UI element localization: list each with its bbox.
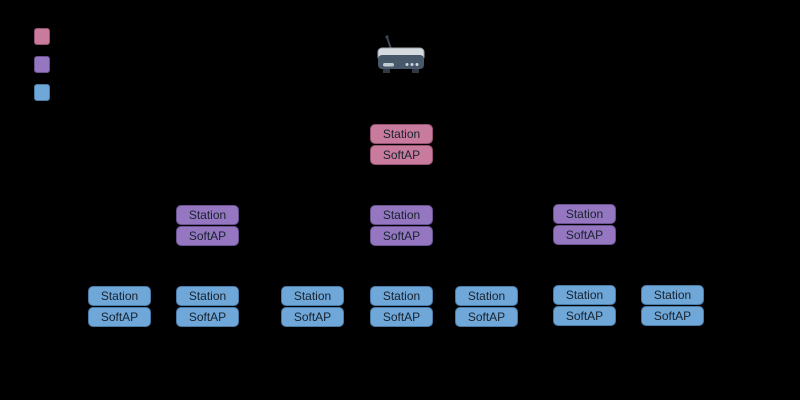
softap-box: SoftAP [641, 306, 704, 326]
softap-box: SoftAP [370, 307, 433, 327]
router-icon [374, 34, 428, 76]
mesh-node-intermediate-2: Station SoftAP [370, 205, 433, 246]
station-box: Station [641, 285, 704, 305]
mesh-node-leaf-1: Station SoftAP [88, 286, 151, 327]
station-box: Station [176, 205, 239, 225]
station-box: Station [88, 286, 151, 306]
station-box: Station [370, 124, 433, 144]
station-box: Station [553, 204, 616, 224]
station-box: Station [370, 205, 433, 225]
softap-box: SoftAP [370, 226, 433, 246]
mesh-node-leaf-6: Station SoftAP [553, 285, 616, 326]
legend-swatch-intermediate-node [34, 56, 50, 73]
station-box: Station [455, 286, 518, 306]
softap-box: SoftAP [370, 145, 433, 165]
mesh-node-root: Station SoftAP [370, 124, 433, 165]
legend-swatch-root-node [34, 28, 50, 45]
legend-swatch-leaf-node [34, 84, 50, 101]
station-box: Station [281, 286, 344, 306]
softap-box: SoftAP [176, 307, 239, 327]
mesh-node-leaf-4: Station SoftAP [370, 286, 433, 327]
mesh-node-leaf-5: Station SoftAP [455, 286, 518, 327]
station-box: Station [176, 286, 239, 306]
station-box: Station [553, 285, 616, 305]
station-box: Station [370, 286, 433, 306]
softap-box: SoftAP [455, 307, 518, 327]
softap-box: SoftAP [88, 307, 151, 327]
softap-box: SoftAP [176, 226, 239, 246]
softap-box: SoftAP [553, 306, 616, 326]
mesh-node-leaf-7: Station SoftAP [641, 285, 704, 326]
mesh-node-leaf-3: Station SoftAP [281, 286, 344, 327]
mesh-node-intermediate-3: Station SoftAP [553, 204, 616, 245]
mesh-node-leaf-2: Station SoftAP [176, 286, 239, 327]
softap-box: SoftAP [281, 307, 344, 327]
softap-box: SoftAP [553, 225, 616, 245]
mesh-node-intermediate-1: Station SoftAP [176, 205, 239, 246]
